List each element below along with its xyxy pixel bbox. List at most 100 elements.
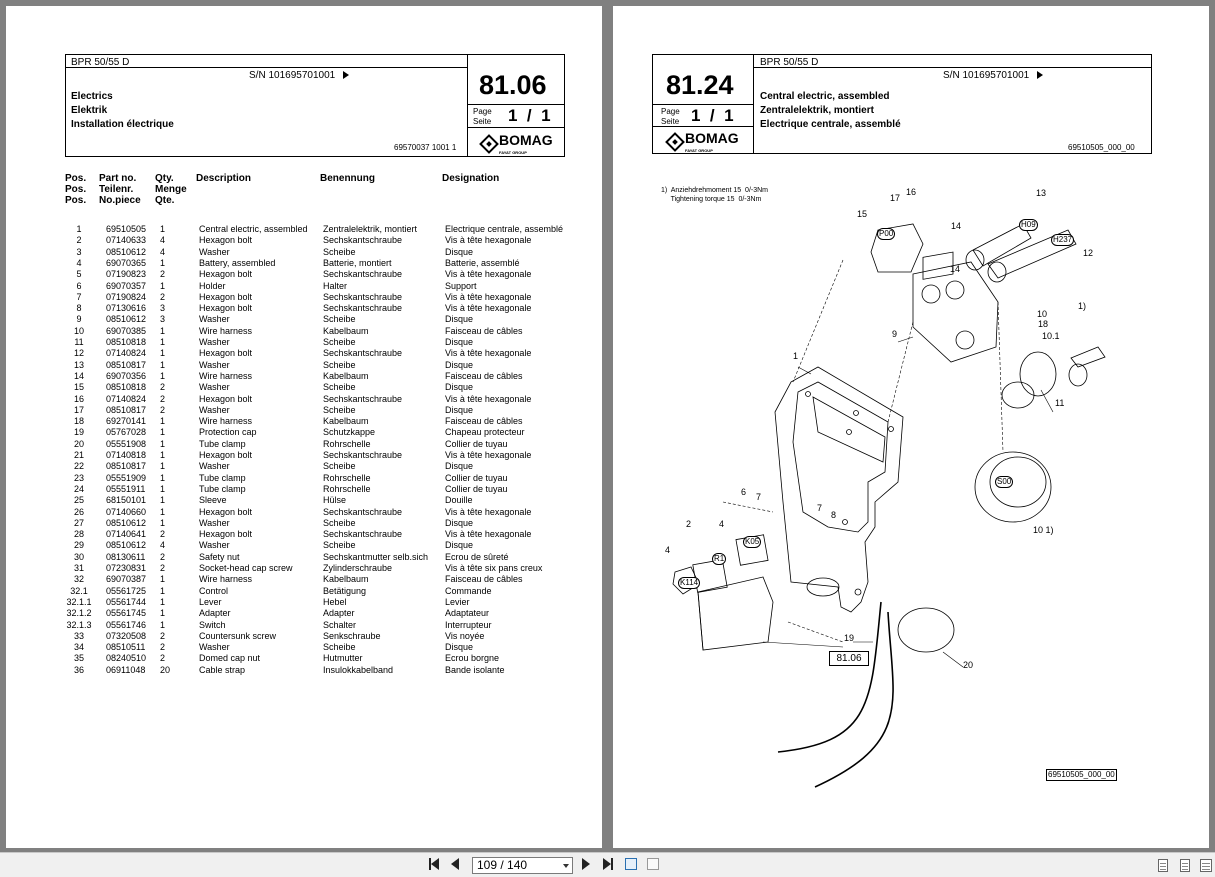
last-page-button[interactable] [600, 858, 616, 873]
cell-description: Tube clamp [199, 472, 246, 483]
group-number: 81.06 [479, 70, 547, 100]
cell-benennung: Scheibe [323, 314, 356, 325]
cell-benennung: Zentralelektrik, montiert [323, 224, 418, 234]
prev-page-button[interactable] [449, 858, 461, 873]
cell-designation: Adaptateur [445, 608, 490, 619]
cell-pos: 19 [73, 427, 84, 438]
cell-qty: 2 [160, 404, 166, 415]
next-page-icon [582, 858, 590, 870]
first-page-button[interactable] [426, 858, 442, 873]
cell-part-no: 08510817 [106, 359, 147, 370]
key-switch [974, 451, 1052, 523]
single-page-view-icon[interactable] [1158, 859, 1168, 872]
col-description: Description [196, 173, 252, 184]
cell-qty: 1 [160, 427, 166, 438]
first-page-icon [431, 858, 439, 870]
cell-pos: 35 [73, 653, 84, 664]
model-label: BPR 50/55 D [760, 57, 819, 68]
cell-benennung: Sechskantmutter selb.sich [323, 551, 429, 562]
cell-part-no: 69070387 [106, 574, 147, 585]
cell-qty: 4 [160, 235, 166, 246]
callout-label: 10 1) [1033, 525, 1054, 535]
cell-description: Washer [199, 337, 230, 347]
cell-description: Hexagon bolt [199, 348, 253, 359]
cell-description: Battery, assembled [199, 257, 276, 268]
cell-part-no: 07230831 [106, 563, 147, 573]
cell-benennung: Scheibe [323, 642, 356, 653]
cell-pos: 17 [73, 404, 84, 415]
cell-benennung: Scheibe [323, 517, 356, 528]
continuous-view-icon[interactable] [1180, 859, 1190, 872]
part-label: H09 [1019, 219, 1038, 231]
part-label: K05 [743, 536, 762, 548]
callout-label: 14 [950, 264, 961, 274]
cell-pos: 32.1.3 [66, 619, 92, 630]
control-block [697, 576, 774, 651]
cell-benennung: Sechskantschraube [323, 291, 403, 302]
cell-pos: 1 [76, 224, 82, 234]
title-fr: Installation électrique [71, 119, 174, 130]
callout-label: 10 [1037, 309, 1048, 319]
cell-pos: 26 [73, 506, 84, 517]
cell-benennung: Sechskantschraube [323, 529, 403, 540]
next-page-button[interactable] [580, 858, 592, 873]
col-part: Part no.Teilenr.No.piece [99, 173, 141, 206]
cell-description: Sleeve [199, 495, 227, 506]
cell-benennung: Sechskantschraube [323, 303, 403, 314]
exploded-drawing [672, 223, 1106, 788]
cell-qty: 2 [160, 529, 166, 540]
cell-part-no: 07140824 [106, 348, 147, 359]
cell-designation: Disque [445, 517, 474, 528]
prev-page-icon [451, 858, 459, 870]
cell-pos: 5 [76, 269, 82, 280]
cell-pos: 24 [73, 483, 84, 494]
callout-label: 19 [844, 633, 855, 643]
cell-description: Central electric, assembled [199, 224, 308, 234]
cell-designation: Interrupteur [445, 619, 492, 630]
fit-width-button[interactable] [646, 858, 660, 873]
cell-designation: Ecrou borgne [445, 653, 500, 664]
page-selector[interactable]: 109 / 140 [472, 857, 573, 874]
cell-benennung: Sechskantschraube [323, 235, 403, 246]
cell-description: Switch [199, 619, 226, 630]
cell-part-no: 05561746 [106, 619, 147, 630]
cell-description: Countersunk screw [199, 630, 277, 641]
ref-group-box[interactable]: 81.06 [829, 651, 869, 666]
cell-qty: 1 [160, 370, 166, 381]
cell-benennung: Sechskantschraube [323, 269, 403, 280]
cell-designation: Vis noyée [445, 630, 485, 641]
fit-page-button[interactable] [624, 858, 638, 873]
cell-pos: 15 [73, 382, 84, 393]
cell-benennung: Schalter [323, 619, 357, 630]
facing-view-icon[interactable] [1200, 859, 1212, 872]
cell-pos: 32.1.2 [66, 608, 92, 619]
cell-qty: 3 [160, 303, 166, 314]
part-label: P00 [877, 228, 896, 240]
cell-pos: 11 [74, 337, 84, 347]
cell-part-no: 08510612 [106, 314, 147, 325]
cell-designation: Vis à tête hexagonale [445, 450, 532, 460]
cell-description: Holder [199, 280, 226, 291]
part-label: R1 [712, 553, 727, 565]
cell-pos: 7 [76, 291, 82, 302]
cell-part-no: 05551911 [106, 483, 146, 494]
cell-part-no: 05561745 [106, 608, 147, 619]
cell-qty: 1 [160, 461, 166, 472]
cell-pos: 36 [73, 664, 84, 675]
cell-qty: 1 [160, 472, 166, 483]
fit-width-icon [647, 858, 659, 870]
cell-benennung: Scheibe [323, 540, 356, 551]
cell-designation: Vis à tête hexagonale [445, 348, 532, 359]
cell-description: Lever [199, 596, 222, 607]
cell-qty: 4 [160, 246, 166, 257]
cell-pos: 6 [76, 280, 82, 291]
